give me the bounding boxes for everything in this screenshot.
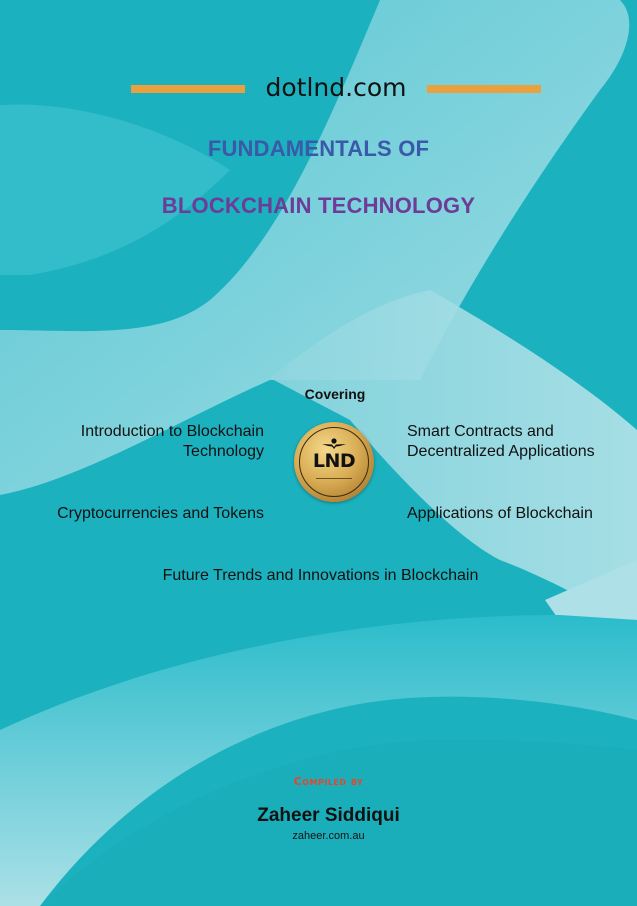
winged-emblem-icon (322, 438, 346, 449)
topic-cryptocurrencies: Cryptocurrencies and Tokens (57, 505, 264, 522)
logo-text: LND (312, 450, 356, 472)
author-website: zaheer.com.au (292, 830, 365, 842)
covering-heading: Covering (304, 386, 366, 402)
accent-bar-right (427, 85, 541, 93)
logo-subtext-line (316, 478, 352, 479)
title-line-2: BLOCKCHAIN TECHNOLOGY (161, 193, 476, 218)
compiled-by-label: Compiled by (293, 775, 364, 788)
topic-applications: Applications of Blockchain (407, 505, 593, 522)
logo-ring (299, 427, 369, 497)
topic-future-trends: Future Trends and Innovations in Blockch… (162, 567, 479, 584)
accent-bar-left (131, 85, 245, 93)
topic-intro: Introduction to Blockchain Technology (80, 423, 264, 460)
topic-smart-contracts: Smart Contracts and Decentralized Applic… (407, 423, 595, 460)
site-name: dotlnd.com (265, 73, 407, 102)
lnd-logo: LND (294, 422, 374, 502)
title-line-1: FUNDAMENTALS OF (207, 136, 430, 161)
brand-header: dotlnd.com (0, 70, 637, 106)
author-name: Zaheer Siddiqui (257, 805, 400, 826)
